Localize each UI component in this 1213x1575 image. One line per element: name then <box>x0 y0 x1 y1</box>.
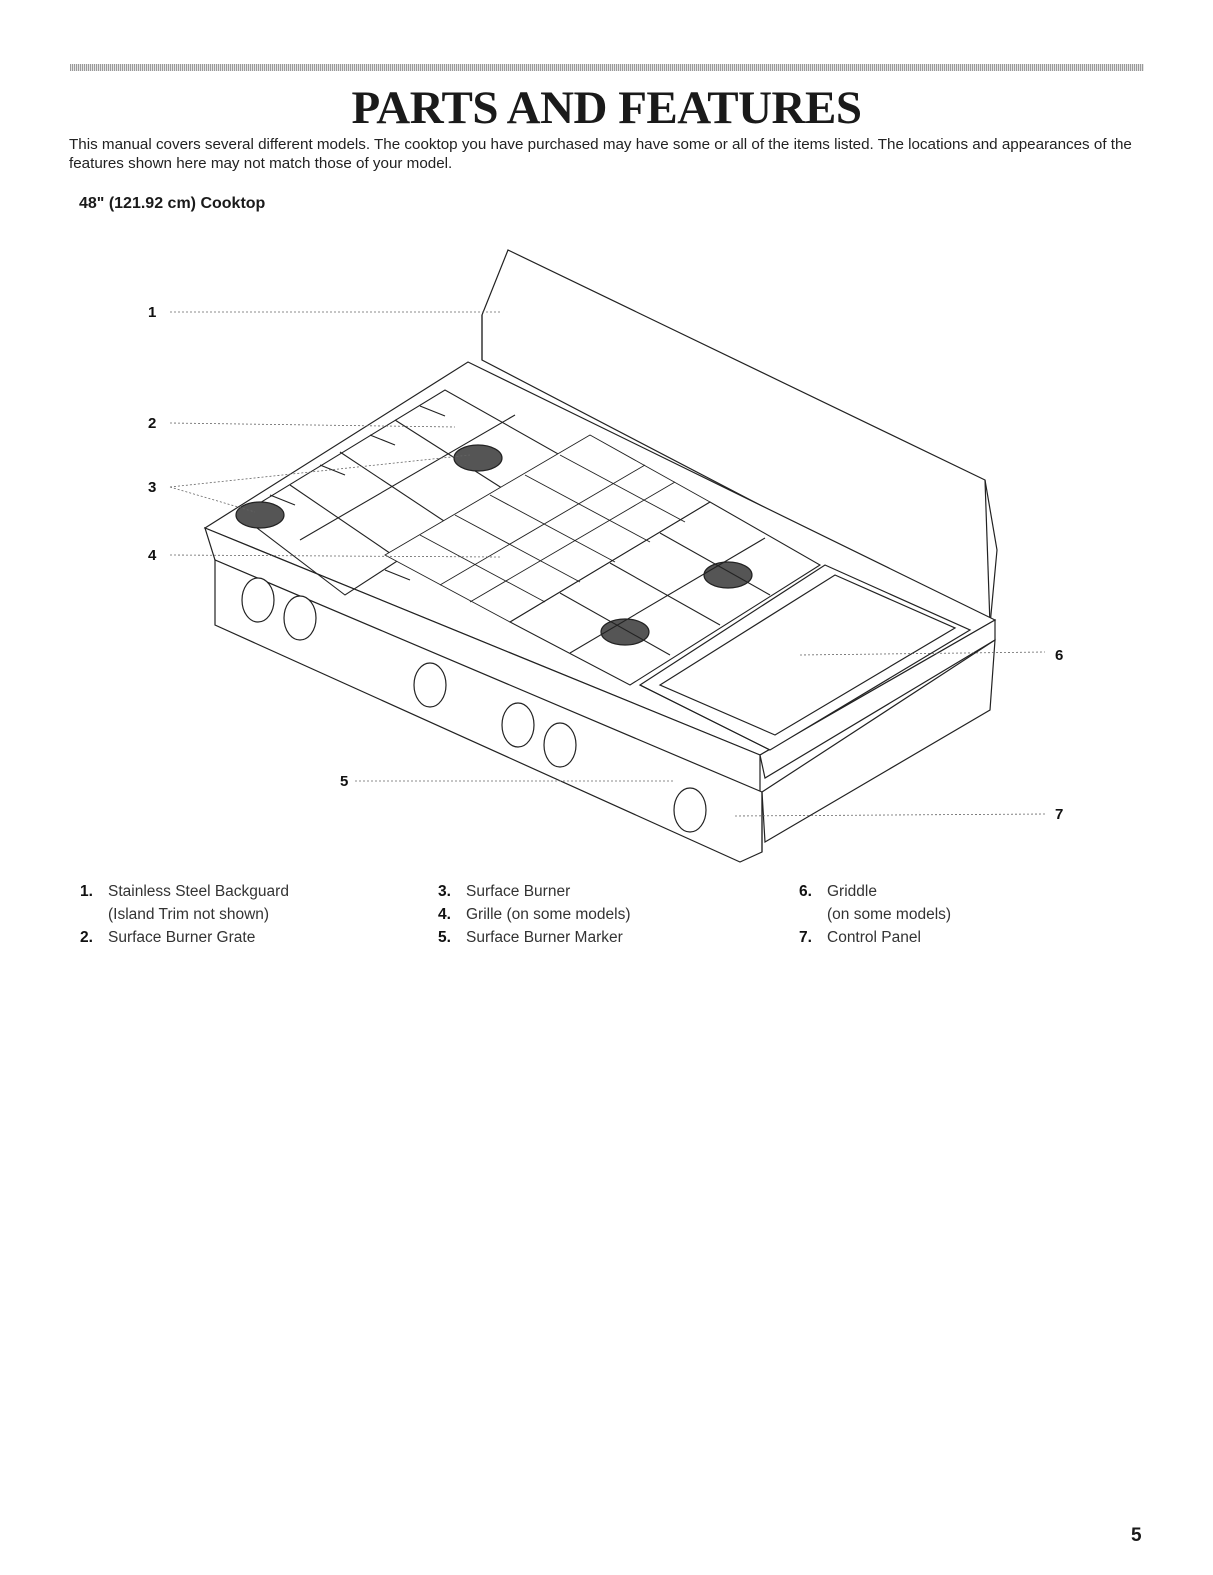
griddle-drawing <box>638 564 972 751</box>
legend-item-6: 6. Griddle (on some models) <box>799 880 951 926</box>
callout-5: 5 <box>340 773 348 790</box>
legend-item-7: 7. Control Panel <box>799 926 951 949</box>
legend-item-3: 3. Surface Burner <box>438 880 631 903</box>
callout-leader-lines <box>169 311 1046 817</box>
callout-1: 1 <box>148 304 156 321</box>
legend-item-label: Control Panel <box>827 929 921 946</box>
intro-paragraph: This manual covers several different mod… <box>69 136 1132 172</box>
callout-7: 7 <box>1055 806 1063 823</box>
callout-6: 6 <box>1055 647 1063 664</box>
legend-item-2: 2. Surface Burner Grate <box>80 926 289 949</box>
legend-item-label: Surface Burner Marker <box>466 929 623 946</box>
legend-item-5: 5. Surface Burner Marker <box>438 926 631 949</box>
top-dotted-rule <box>70 64 1144 71</box>
surface-burners-drawing <box>235 444 753 646</box>
right-burner-grates-drawing <box>508 501 822 686</box>
page-title: PARTS AND FEATURES <box>351 82 862 134</box>
callout-4: 4 <box>148 547 157 564</box>
legend-item-label: Grille (on some models) <box>466 906 631 923</box>
callout-numbers: 1 2 3 4 5 6 7 <box>148 304 1063 823</box>
legend-item-4: 4. Grille (on some models) <box>438 903 631 926</box>
legend-column-3: 6. Griddle (on some models) 7. Control P… <box>799 880 951 949</box>
control-panel-drawing <box>214 559 996 863</box>
backguard-drawing <box>481 249 998 626</box>
page-number: 5 <box>1131 1525 1142 1546</box>
legend-column-2: 3. Surface Burner 4. Grille (on some mod… <box>438 880 631 949</box>
legend-item-label: Surface Burner Grate <box>108 929 256 946</box>
cooktop-illustration: 1 2 3 4 5 6 7 <box>148 249 1063 863</box>
legend-item-1: 1. Stainless Steel Backguard (Island Tri… <box>80 880 289 926</box>
legend-item-label: Griddle (on some models) <box>827 883 952 923</box>
legend-column-1: 1. Stainless Steel Backguard (Island Tri… <box>80 880 289 949</box>
grille-drawing <box>384 434 711 623</box>
cooktop-size-heading: 48" (121.92 cm) Cooktop <box>79 195 266 212</box>
legend-item-label: Surface Burner <box>466 883 571 900</box>
control-knobs-drawing <box>241 577 707 833</box>
legend-item-label: Stainless Steel Backguard (Island Trim n… <box>108 883 289 923</box>
callout-2: 2 <box>148 415 156 432</box>
callout-3: 3 <box>148 479 156 496</box>
